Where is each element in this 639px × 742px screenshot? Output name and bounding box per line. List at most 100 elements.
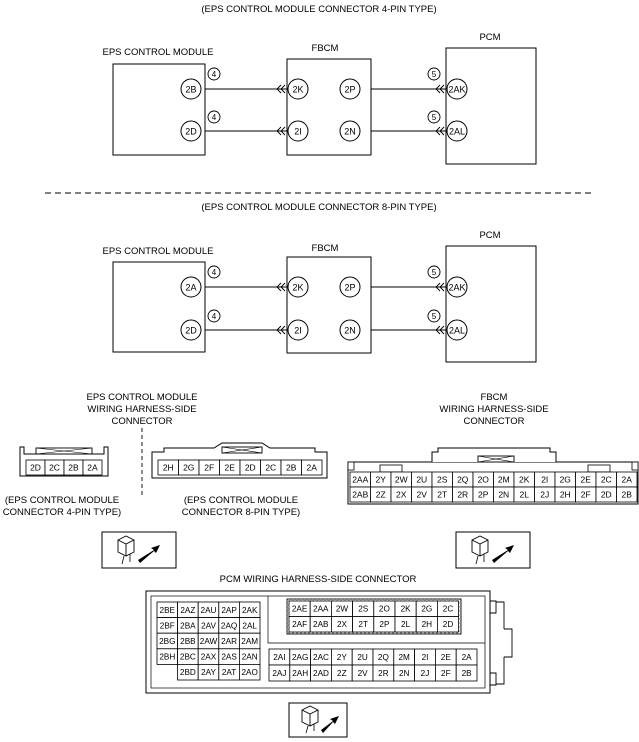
pcm-pin-label: 2AF (292, 620, 307, 629)
connector-view-icon (101, 531, 177, 569)
pcm-pin-label: 2AO (242, 668, 258, 677)
pcm-pin-cell (455, 664, 478, 682)
pin-circle: 2I (287, 120, 309, 142)
eps-4pin-pin-label: 2D (30, 463, 41, 473)
pcm-pin-label: 2AM (241, 637, 258, 646)
fbcm-right-pin-2: 2N (344, 127, 356, 137)
pcm-connector-heading: PCM WIRING HARNESS-SIDE CONNECTOR (220, 574, 417, 585)
eps-connector-heading-line-1: EPS CONTROL MODULE (86, 392, 197, 403)
fbcm-pin-label: 2S (437, 475, 448, 485)
pcm-pin-cell (238, 664, 261, 681)
pcm-pin-label: 2E (441, 653, 452, 662)
pcm-pin-label: 2AI (273, 653, 285, 662)
pcm-pin-label: 2V (358, 669, 369, 678)
fbcm-left-pin-2: 2I (294, 326, 302, 336)
pcm-pin-label: 2AZ (180, 606, 195, 615)
pin-circle: 2P (339, 78, 361, 100)
pcm-pin-label: 2M (399, 653, 411, 662)
pcm-pin-label: 2P (379, 620, 390, 629)
pcm-pin-label: 2AW (200, 637, 218, 646)
fbcm-pin-cell (616, 486, 638, 503)
pcm-pin-label: 2K (401, 605, 412, 614)
pcm-box (445, 47, 537, 165)
fbcm-pin-label: 2K (519, 475, 530, 485)
eps-8pin-pin-label: 2B (286, 463, 297, 473)
eps-module-label: EPS CONTROL MODULE (102, 47, 213, 58)
fbcm-pin-label: 2I (541, 475, 548, 485)
pcm-pin-label: 2AV (201, 621, 216, 630)
eps-4pin-caption-line-2: CONNECTOR 4-PIN TYPE) (3, 507, 121, 518)
wire-number: 4 (212, 312, 217, 321)
pcm-pin-label: 2R (378, 669, 389, 678)
pcm-pin-label: 2U (357, 653, 368, 662)
eps-4pin-pin-label: 2A (87, 463, 98, 473)
pcm-pin-1: 2AK (448, 283, 465, 293)
pcm-pin-label: 2AN (242, 653, 258, 662)
eps-connector-heading-line-2: WIRING HARNESS-SIDE (87, 404, 196, 415)
pcm-label: PCM (479, 230, 500, 241)
fbcm-pin-label: 2N (498, 490, 509, 500)
eps-pin-2: 2D (185, 127, 197, 137)
wire-number-marker: 5 (427, 309, 441, 323)
pcm-pin-label: 2AE (292, 605, 308, 614)
pin-circle: 2A (180, 276, 202, 298)
wire-number-marker: 4 (207, 265, 221, 279)
pcm-pin-label: 2AA (313, 605, 329, 614)
pcm-pin-label: 2H (422, 620, 433, 629)
pcm-pin-label: 2AJ (272, 669, 286, 678)
fbcm-pin-label: 2Q (457, 475, 469, 485)
fbcm-pin-label: 2O (478, 475, 490, 485)
fbcm-pin-label: 2AB (352, 490, 368, 500)
pcm-pin-label: 2Y (337, 653, 348, 662)
wire-number-marker: 4 (207, 309, 221, 323)
wire-number-marker: 5 (427, 67, 441, 81)
pin-circle: 2AK (446, 78, 468, 100)
pcm-pin-label: 2W (336, 605, 349, 614)
pin-circle: 2I (287, 319, 309, 341)
pin-circle: 2N (339, 120, 361, 142)
fbcm-box (286, 58, 372, 156)
fbcm-pin-label: 2V (417, 490, 428, 500)
eps-module-box (112, 261, 206, 353)
fbcm-left-pin-1: 2K (292, 85, 303, 95)
eps-8pin-pin-label: 2D (245, 463, 256, 473)
wire-number: 4 (212, 70, 217, 79)
fbcm-left-pin-1: 2K (292, 283, 303, 293)
eps-8pin-caption-line-1: (EPS CONTROL MODULE (184, 495, 298, 506)
fbcm-right-pin-1: 2P (344, 85, 355, 95)
wire-number: 5 (432, 268, 437, 277)
pcm-pin-label: 2AK (242, 606, 258, 615)
pin-circle: 2AL (446, 120, 468, 142)
fbcm-pin-label: 2L (520, 490, 530, 500)
pin-circle: 2AK (446, 276, 468, 298)
pcm-pin-label: 2Q (378, 653, 389, 662)
pcm-pin-label: 2BE (160, 606, 176, 615)
fbcm-box (286, 256, 372, 354)
eps-module-label: EPS CONTROL MODULE (102, 246, 213, 257)
pcm-pin-label: 2AD (313, 669, 329, 678)
wire-group-8pin (205, 282, 446, 335)
eps-8pin-pin-label: 2G (183, 463, 194, 473)
wire-number: 4 (212, 268, 217, 277)
fbcm-pin-label: 2J (540, 490, 549, 500)
wire-number-marker: 5 (427, 110, 441, 124)
pcm-pin-label: 2AY (201, 668, 216, 677)
eps-8pin-pin-label: 2F (204, 463, 214, 473)
wire-group-4pin (205, 84, 446, 136)
fbcm-pin-label: 2Z (376, 490, 386, 500)
section-8pin-title: (EPS CONTROL MODULE CONNECTOR 8-PIN TYPE… (201, 202, 436, 213)
pcm-pin-label: 2Z (337, 669, 347, 678)
pin-circle: 2D (180, 319, 202, 341)
pcm-box (445, 245, 537, 363)
pin-circle: 2P (339, 276, 361, 298)
pcm-pin-label: 2AP (221, 606, 237, 615)
pcm-pin-label: 2BC (180, 653, 196, 662)
eps-module-box (112, 63, 206, 156)
fbcm-pin-label: 2AA (352, 475, 368, 485)
fbcm-pin-label: 2G (560, 475, 571, 485)
